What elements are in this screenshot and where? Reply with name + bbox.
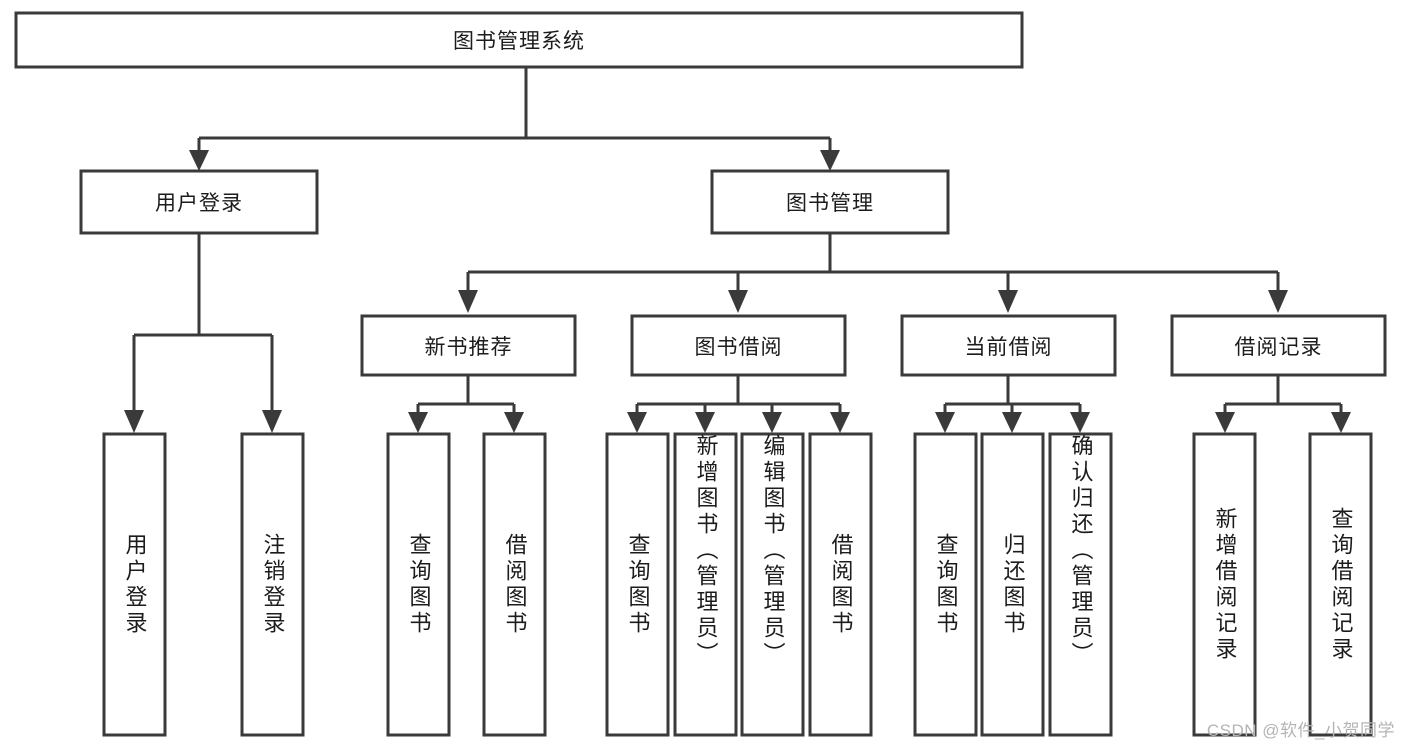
node-root-book-management-system[interactable] (14, 11, 1024, 69)
arrowhead-leaf-bookborrow-3 (762, 412, 782, 433)
arrowhead-user-login (189, 150, 209, 171)
node-leaf-book-borrow-4[interactable] (808, 432, 873, 737)
arrowhead-leaf-user-login-2 (262, 410, 282, 433)
arrowhead-current-borrow (998, 290, 1018, 313)
node-leaf-user-login-2[interactable] (240, 432, 305, 737)
arrowhead-borrow-record (1268, 290, 1288, 313)
node-leaf-book-borrow-3[interactable] (740, 432, 805, 737)
arrowhead-book-manage (820, 150, 840, 171)
node-leaf-new-book-2[interactable] (482, 432, 547, 737)
node-leaf-current-borrow-3[interactable] (1048, 432, 1113, 737)
connector-group (124, 67, 1351, 433)
node-book-management[interactable] (710, 169, 950, 235)
arrowhead-leaf-currentborrow-1 (935, 412, 955, 433)
node-book-borrow[interactable] (630, 314, 847, 377)
arrowhead-leaf-user-login-1 (124, 410, 144, 433)
node-new-book-recommend[interactable] (360, 314, 577, 377)
node-leaf-borrow-record-1[interactable] (1192, 432, 1257, 737)
node-user-login[interactable] (79, 169, 319, 235)
node-leaf-user-login-1[interactable] (102, 432, 167, 737)
node-leaf-borrow-record-2[interactable] (1308, 432, 1373, 737)
arrowhead-leaf-newbook-2 (504, 412, 524, 433)
arrowhead-leaf-borrowrecord-2 (1331, 412, 1351, 433)
node-leaf-new-book-1[interactable] (386, 432, 451, 737)
node-leaf-current-borrow-2[interactable] (980, 432, 1045, 737)
arrowhead-leaf-currentborrow-3 (1070, 412, 1090, 433)
node-borrow-record[interactable] (1170, 314, 1387, 377)
node-leaf-current-borrow-1[interactable] (913, 432, 978, 737)
node-leaf-book-borrow-1[interactable] (605, 432, 670, 737)
arrowhead-leaf-bookborrow-2 (695, 412, 715, 433)
arrowhead-leaf-borrowrecord-1 (1215, 412, 1235, 433)
arrowhead-leaf-bookborrow-1 (627, 412, 647, 433)
arrowhead-leaf-newbook-1 (408, 412, 428, 433)
arrowhead-leaf-bookborrow-4 (830, 412, 850, 433)
node-box-group (14, 11, 1387, 737)
arrowhead-book-borrow (728, 290, 748, 313)
node-current-borrow[interactable] (900, 314, 1117, 377)
node-leaf-book-borrow-2[interactable] (673, 432, 738, 737)
arrowhead-new-book-recommend (458, 290, 478, 313)
arrowhead-leaf-currentborrow-2 (1002, 412, 1022, 433)
